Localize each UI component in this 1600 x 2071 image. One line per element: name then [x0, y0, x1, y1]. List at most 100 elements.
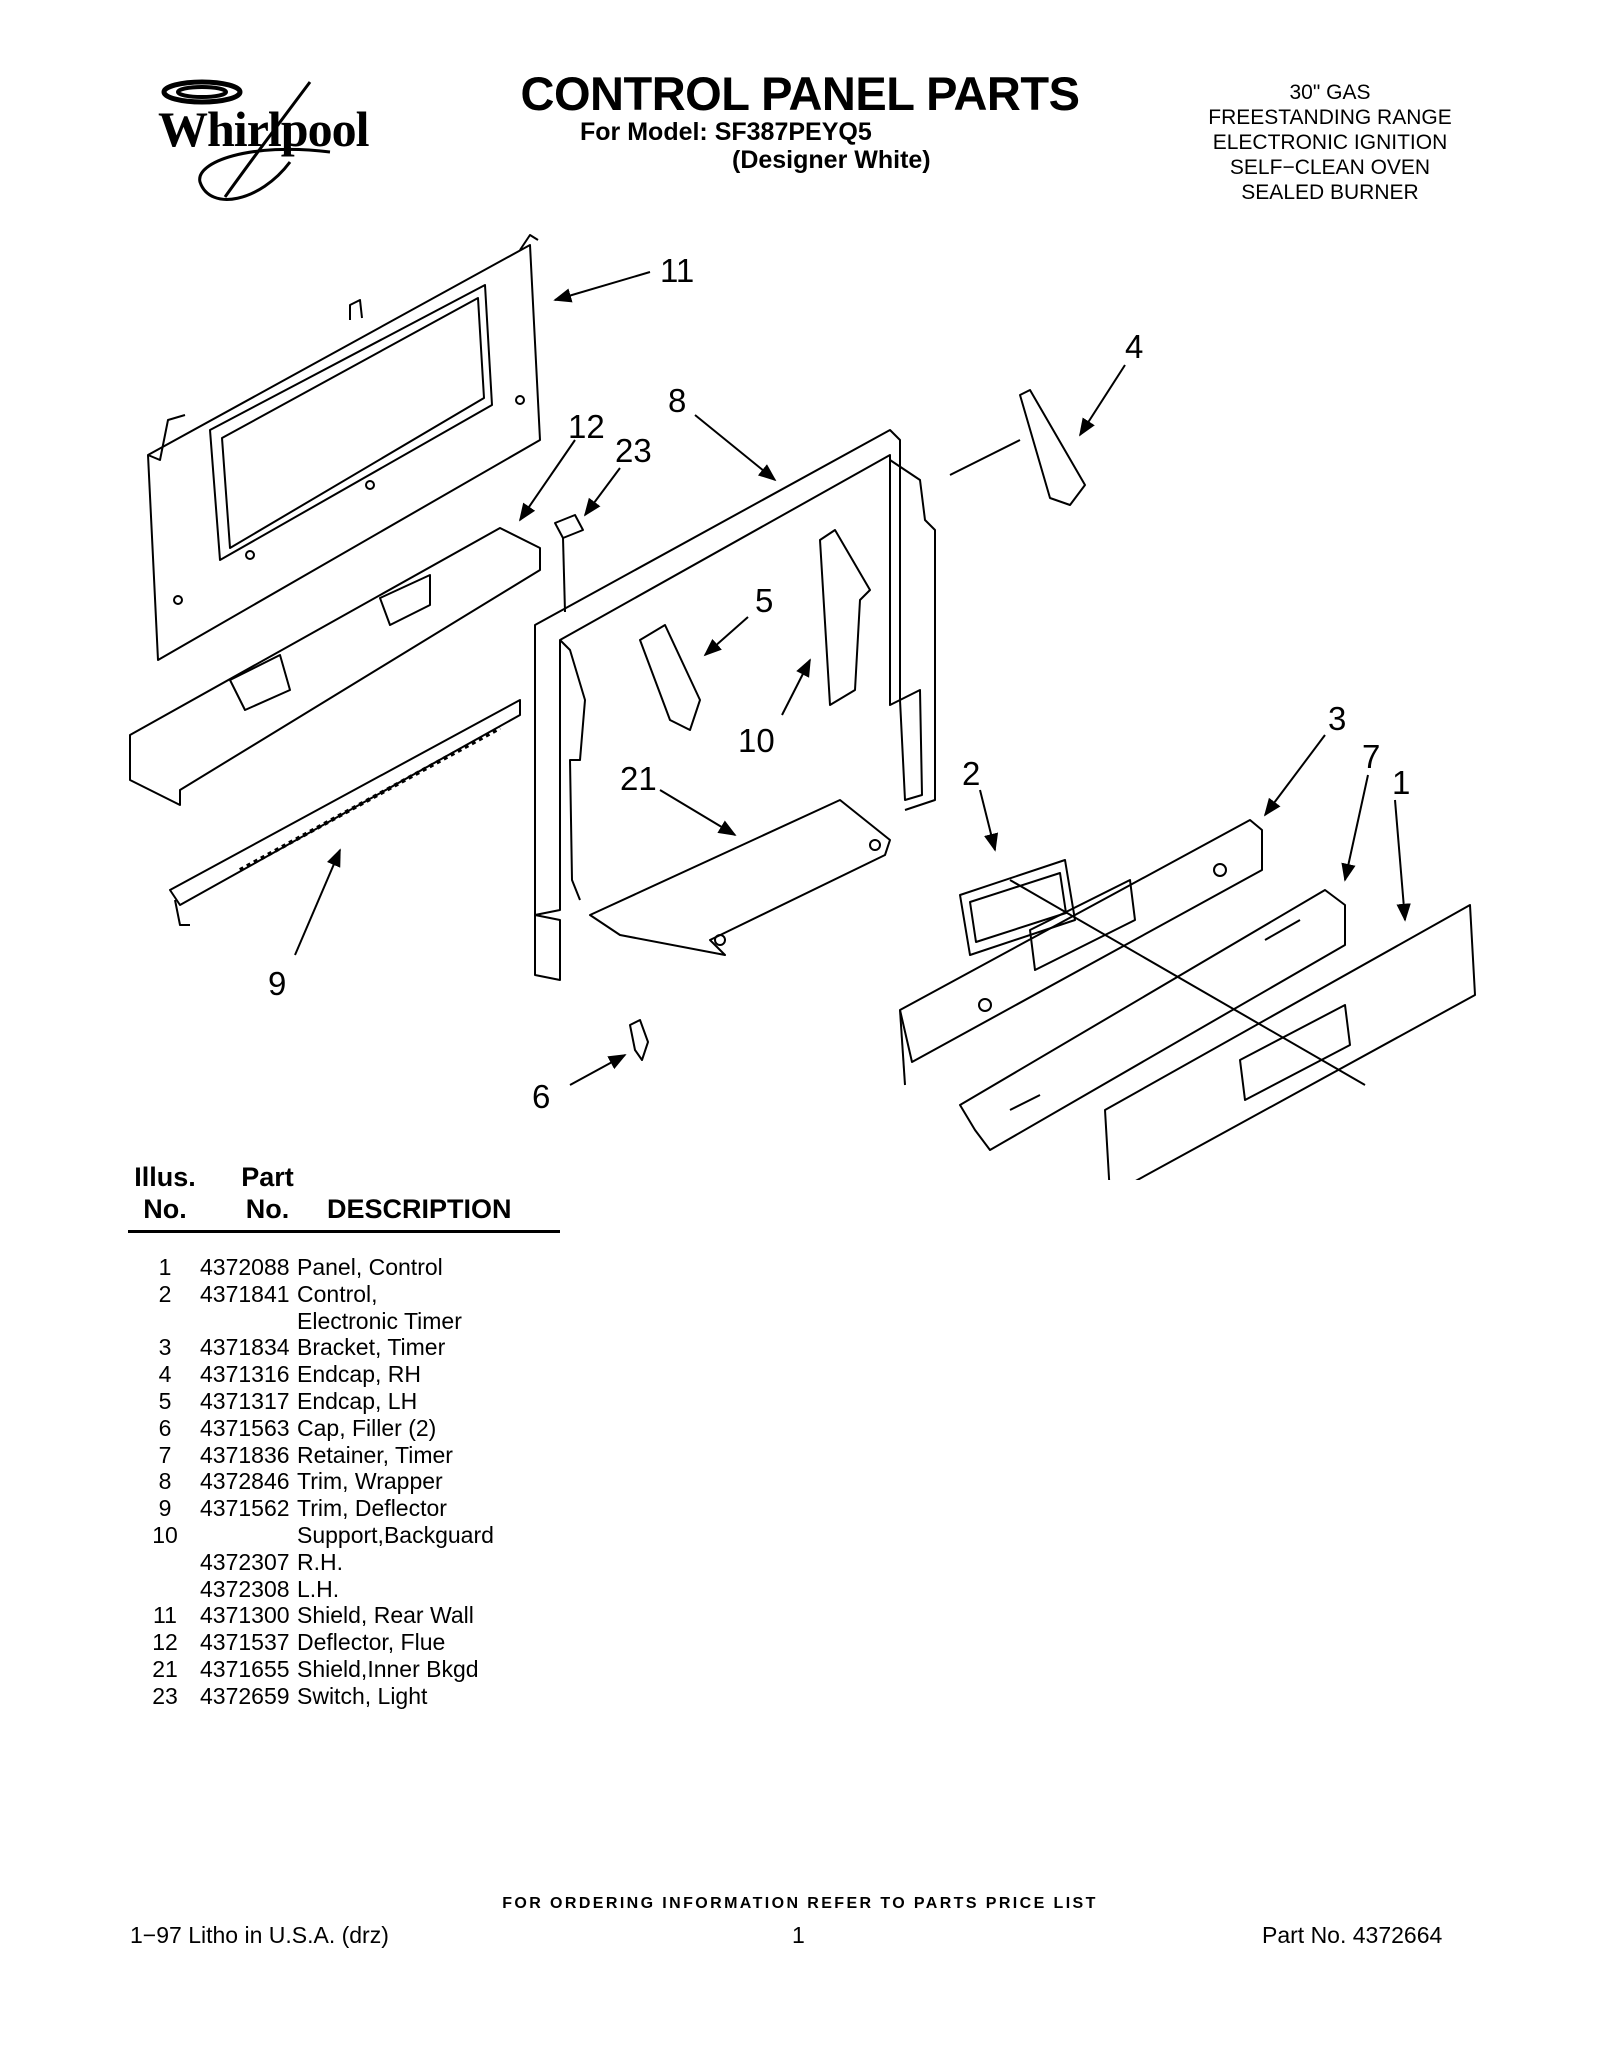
- part-number: 4371317: [200, 1387, 290, 1414]
- table-row: 2 4371841 Control,: [130, 1281, 600, 1308]
- illus-number: [130, 1308, 200, 1335]
- assembly-guide-line: [1009, 879, 1366, 1086]
- part-4-endcap-rh: [1019, 389, 1086, 506]
- callout-leaders: [294, 271, 1411, 1086]
- part-description: Control,: [297, 1280, 378, 1307]
- part-number: 4371841: [200, 1280, 290, 1307]
- illus-number: 4: [158, 1361, 172, 1388]
- illus-number: 9: [158, 1495, 172, 1522]
- spec-line: FREESTANDING RANGE: [1208, 106, 1452, 129]
- callout-7: 7: [1362, 738, 1380, 775]
- illus-number: 11: [153, 1602, 177, 1629]
- document-part-number: Part No. 4372664: [1262, 1922, 1443, 1948]
- part-description: Deflector, Flue: [297, 1629, 446, 1656]
- exploded-parts-diagram: 11 4 8 12 23 5 10 3 7 1 2 21 9 6: [129, 234, 1476, 1180]
- part-description: Bracket, Timer: [297, 1334, 446, 1361]
- part-number: 4372088: [200, 1254, 290, 1280]
- callout-8: 8: [668, 382, 686, 419]
- callout-12: 12: [568, 408, 605, 445]
- table-row: 4372308 L.H.: [130, 1576, 600, 1603]
- part-3-bracket-timer: [899, 819, 1263, 1086]
- callout-23: 23: [615, 432, 652, 469]
- table-header-rule: [128, 1230, 560, 1233]
- part-description: Support,Backguard: [297, 1521, 494, 1548]
- part-11-shield-rear-wall: [147, 234, 541, 661]
- callout-2: 2: [962, 755, 980, 792]
- part-5-endcap-lh: [639, 624, 701, 731]
- table-row: Electronic Timer: [130, 1308, 600, 1335]
- callout-21: 21: [620, 760, 657, 797]
- part-description: Switch, Light: [297, 1682, 428, 1709]
- part-number: 4371563: [200, 1414, 290, 1441]
- illus-number: 8: [158, 1468, 172, 1495]
- spec-line: 30" GAS: [1289, 81, 1371, 104]
- page-number: 1: [792, 1922, 805, 1948]
- spec-line: SEALED BURNER: [1241, 181, 1419, 204]
- part-number: 4371537: [200, 1629, 290, 1656]
- table-row: 11 4371300 Shield, Rear Wall: [130, 1602, 600, 1629]
- callout-4: 4: [1125, 328, 1143, 365]
- illus-number: 10: [152, 1521, 178, 1548]
- part-1-panel-control: [1104, 904, 1476, 1180]
- illus-number: 1: [158, 1254, 172, 1280]
- part-description: Panel, Control: [297, 1254, 443, 1280]
- finish-line: (Designer White): [732, 146, 931, 174]
- product-spec-block: 30" GAS FREESTANDING RANGE ELECTRONIC IG…: [1180, 80, 1480, 205]
- part-description: Retainer, Timer: [297, 1441, 453, 1468]
- illus-number: [130, 1549, 200, 1576]
- part-10-support-backguard: [819, 529, 923, 801]
- callout-6: 6: [532, 1078, 550, 1115]
- column-header-part-no: Part No.: [241, 1162, 294, 1224]
- callout-10: 10: [738, 722, 775, 759]
- illus-number: 7: [158, 1441, 172, 1468]
- illus-number: 21: [152, 1655, 178, 1682]
- part-23-switch-light: [554, 514, 584, 613]
- callout-11: 11: [660, 252, 694, 289]
- callout-3: 3: [1328, 700, 1346, 737]
- part-number: 4371300: [200, 1602, 290, 1629]
- table-row: 1 4372088 Panel, Control: [130, 1254, 600, 1281]
- part-description: Electronic Timer: [297, 1307, 462, 1334]
- part-number: 4371562: [200, 1495, 290, 1522]
- table-row: 10 Support,Backguard: [130, 1522, 600, 1549]
- spec-line: SELF−CLEAN OVEN: [1229, 156, 1431, 179]
- illus-number: [130, 1576, 200, 1603]
- spec-line: ELECTRONIC IGNITION: [1212, 131, 1448, 154]
- part-number: 4372308: [200, 1575, 290, 1602]
- part-number: 4372846: [200, 1468, 290, 1495]
- part-description: R.H.: [297, 1548, 343, 1575]
- model-line: For Model: SF387PEYQ5: [580, 118, 872, 146]
- column-header-illus-no: Illus. No.: [134, 1162, 196, 1224]
- table-row: 8 4372846 Trim, Wrapper: [130, 1468, 600, 1495]
- illus-number: 2: [158, 1280, 172, 1307]
- part-number: 4371655: [200, 1655, 290, 1682]
- table-row: 21 4371655 Shield,Inner Bkgd: [130, 1656, 600, 1683]
- illus-number: 3: [158, 1334, 172, 1361]
- part-description: L.H.: [297, 1575, 340, 1602]
- part-number: [200, 1522, 297, 1549]
- part-8-trim-wrapper: [534, 429, 936, 981]
- callout-5: 5: [755, 582, 773, 619]
- page-title: CONTROL PANEL PARTS: [520, 67, 1080, 120]
- callout-9: 9: [268, 965, 286, 1002]
- table-row: 3 4371834 Bracket, Timer: [130, 1334, 600, 1361]
- part-description: Shield,Inner Bkgd: [297, 1655, 479, 1682]
- callout-1: 1: [1392, 764, 1410, 801]
- brand-wordmark: Whirlpool: [158, 101, 369, 157]
- part-number: 4371834: [200, 1334, 290, 1361]
- part-number: 4372659: [200, 1682, 290, 1709]
- part-description: Trim, Wrapper: [297, 1468, 443, 1495]
- part-number: 4372307: [200, 1548, 290, 1575]
- illus-number: 12: [152, 1629, 178, 1656]
- part-9-trim-deflector: [169, 699, 521, 926]
- illus-number: 6: [158, 1414, 172, 1441]
- part-12-deflector-flue: [129, 527, 541, 806]
- ordering-note: FOR ORDERING INFORMATION REFER TO PARTS …: [502, 1895, 1098, 1912]
- part-description: Shield, Rear Wall: [297, 1602, 474, 1629]
- table-row: 4372307 R.H.: [130, 1549, 600, 1576]
